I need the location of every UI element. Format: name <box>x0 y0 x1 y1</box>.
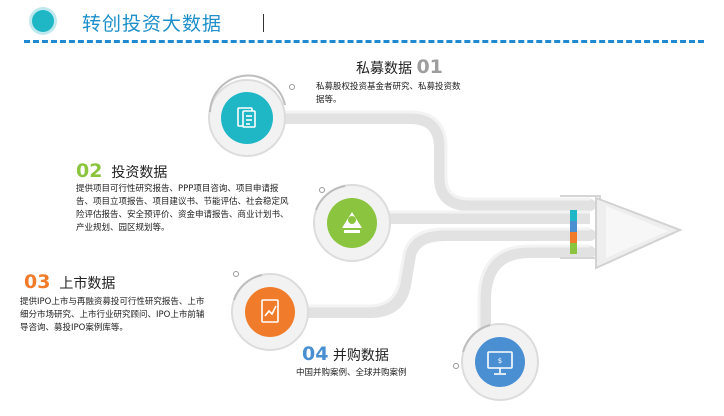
header: 转创投资大数据 <box>0 0 724 46</box>
item-04-title: 并购数据 <box>332 348 389 364</box>
report-chart-icon <box>261 299 279 323</box>
node-04: $ <box>461 323 539 401</box>
item-02-heading: 02 投资数据 <box>76 160 167 182</box>
page-title: 转创投资大数据 <box>82 13 223 35</box>
item-02-title: 投资数据 <box>111 165 168 181</box>
item-01-heading: 私募数据 01 <box>356 56 443 78</box>
item-02-description: 提供项目可行性研究报告、PPP项目咨询、项目申请报告、项目立项报告、项目建议书、… <box>76 184 289 233</box>
node-03 <box>231 273 309 351</box>
document-icon <box>237 107 256 128</box>
pipe-01 <box>266 112 596 211</box>
accent-bar <box>570 210 577 254</box>
item-03-title: 上市数据 <box>59 276 116 292</box>
connector-dot <box>319 187 325 193</box>
svg-text:$: $ <box>498 357 502 365</box>
item-02-number: 02 <box>76 160 103 182</box>
connector-dot <box>233 271 239 277</box>
item-01-description: 私募股权投资基金者研究、私募投资数据等。 <box>316 82 461 105</box>
item-03-heading: 03 上市数据 <box>24 271 115 293</box>
title-bullet-icon <box>32 10 54 32</box>
worker-icon <box>342 212 362 233</box>
item-03-number: 03 <box>24 271 51 293</box>
node-01 <box>208 74 286 157</box>
connector-dot <box>453 363 459 369</box>
monitor-icon: $ <box>487 351 513 375</box>
pipe-03 <box>284 229 596 318</box>
pipe-04 <box>479 246 596 336</box>
item-01-title: 私募数据 <box>356 61 412 77</box>
item-04-description: 中国并购案例、全球并购案例 <box>296 368 407 378</box>
node-02 <box>313 184 391 262</box>
item-04-number: 04 <box>302 343 329 365</box>
item-04-heading: 04 并购数据 <box>302 343 389 365</box>
text-cursor <box>263 14 264 32</box>
connector-dot <box>289 84 295 90</box>
item-03-description: 提供IPO上市与再融资募投可行性研究报告、上市细分市场研究、上市行业研究顾问、I… <box>20 297 205 333</box>
header-divider <box>24 40 704 43</box>
item-01-number: 01 <box>416 56 443 78</box>
